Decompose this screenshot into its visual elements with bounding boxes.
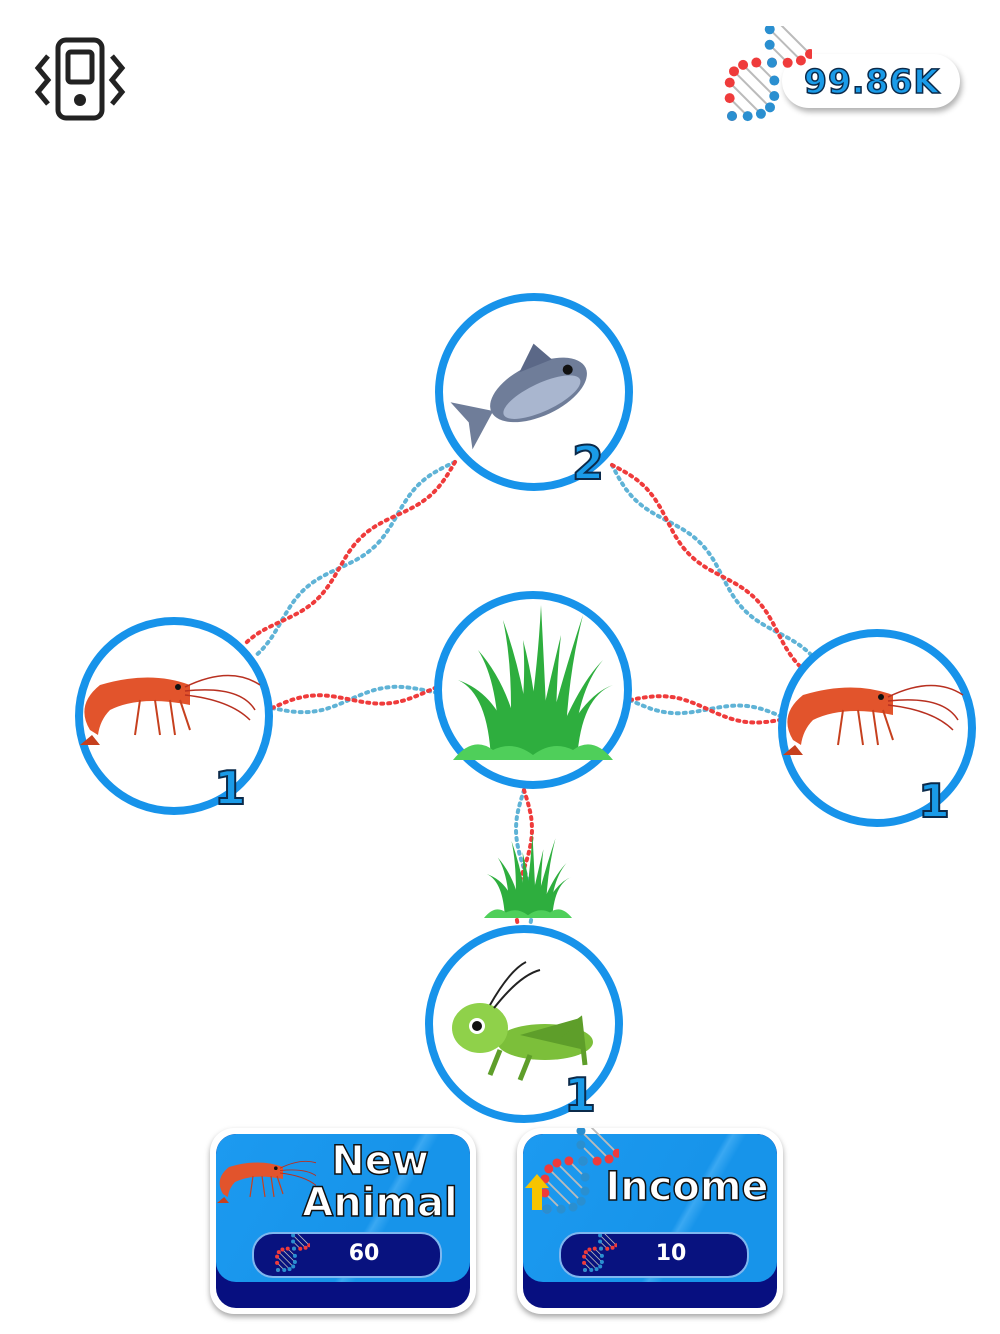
new-animal-button[interactable]: New Animal 60 bbox=[210, 1128, 476, 1314]
dna-link-strand bbox=[253, 460, 457, 658]
grasshopper-level: 1 bbox=[563, 1068, 597, 1122]
node-grasshopper[interactable] bbox=[425, 925, 623, 1123]
node-shrimp-left[interactable] bbox=[75, 617, 273, 815]
grass-icon bbox=[453, 605, 613, 760]
dna-icon bbox=[724, 26, 812, 122]
income-cost: 10 bbox=[559, 1232, 749, 1278]
shrimp-icon bbox=[783, 684, 964, 755]
shrimp-icon bbox=[80, 674, 261, 745]
income-upgrade-icon bbox=[525, 1128, 619, 1214]
new-animal-line1: New bbox=[330, 1138, 429, 1184]
dna-link-strand bbox=[628, 694, 782, 725]
dna-icon bbox=[275, 1234, 310, 1273]
vibration-toggle-button[interactable] bbox=[30, 36, 130, 122]
currency-value: 99.86K bbox=[803, 61, 940, 102]
node-fish[interactable] bbox=[435, 293, 633, 491]
dna-link-strand bbox=[610, 463, 802, 668]
new-animal-line2: Animal bbox=[301, 1180, 458, 1226]
node-grass[interactable] bbox=[434, 591, 632, 789]
dna-link-strand bbox=[610, 463, 813, 657]
dna-icon bbox=[582, 1234, 617, 1273]
fish-icon bbox=[450, 343, 587, 450]
fish-level: 2 bbox=[571, 436, 605, 490]
dna-link-strand bbox=[242, 460, 457, 647]
vibrate-phone-icon bbox=[34, 37, 126, 121]
income-label: Income bbox=[605, 1164, 770, 1210]
node-shrimp-right[interactable] bbox=[778, 629, 976, 827]
shrimp-right-level: 1 bbox=[917, 774, 951, 828]
dna-link-strand bbox=[270, 685, 439, 710]
shrimp-icon bbox=[217, 1160, 316, 1203]
income-cost-value: 10 bbox=[655, 1241, 687, 1266]
income-button[interactable]: Income 10 bbox=[517, 1128, 783, 1314]
shrimp-left-level: 1 bbox=[213, 761, 247, 815]
dna-link-strand bbox=[270, 684, 440, 715]
grasshopper-icon bbox=[452, 961, 593, 1081]
new-animal-cost: 60 bbox=[252, 1232, 442, 1278]
dna-links bbox=[242, 460, 813, 927]
grass-food-icon bbox=[484, 832, 572, 918]
new-animal-cost-value: 60 bbox=[348, 1241, 380, 1266]
dna-currency-counter: 99.86K bbox=[712, 26, 967, 130]
